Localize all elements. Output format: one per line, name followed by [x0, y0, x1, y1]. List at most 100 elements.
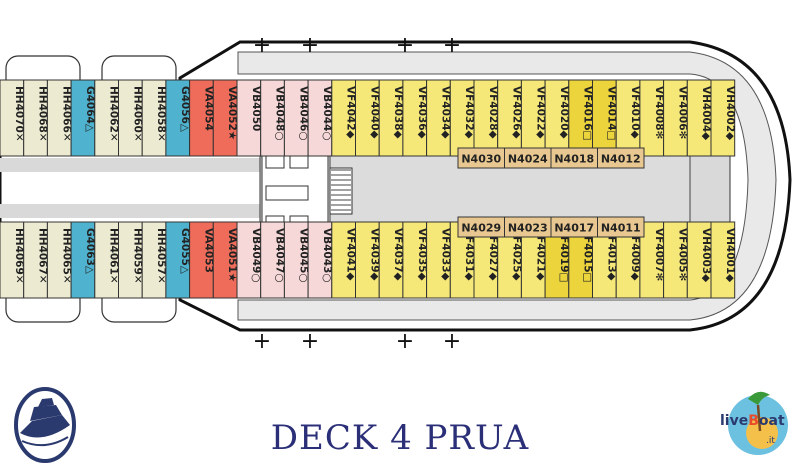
cabin-label: VF4006✻	[676, 86, 688, 139]
cabin-vf4016[interactable]: VF4016□	[568, 79, 594, 157]
cabin-vf4037[interactable]: VF4037◆	[378, 221, 404, 299]
cabin-vf4034[interactable]: VF4034◆	[426, 79, 452, 157]
cabin-label: VF4020◆	[558, 86, 570, 140]
cabin-label: HH4058✕	[155, 86, 167, 142]
cabin-hh4061[interactable]: HH4061✕	[94, 221, 120, 299]
cabin-label: VF4033◆	[439, 228, 451, 282]
cabin-vf4005[interactable]: VF4005✻	[663, 221, 689, 299]
cabin-label: VF4037◆	[392, 228, 404, 282]
cabin-label: VB4043○	[321, 228, 333, 283]
cabin-g4056[interactable]: G4056△	[165, 79, 191, 157]
cabin-vb4048[interactable]: VB4048○	[260, 79, 286, 157]
cabin-n4011[interactable]: N4011	[597, 216, 645, 238]
cabin-vf4021[interactable]: VF4021◆	[520, 221, 546, 299]
cabin-vf4014[interactable]: VF4014□	[592, 79, 618, 157]
cabin-label: VA4052★	[226, 86, 238, 140]
cabin-hh4058[interactable]: HH4058✕	[141, 79, 167, 157]
cabin-vf4041[interactable]: VF4041◆	[331, 221, 357, 299]
cabin-vh4001[interactable]: VH4001◆	[710, 221, 736, 299]
cabin-vh4002[interactable]: VH4002◆	[710, 79, 736, 157]
cabin-label: G4064△	[84, 86, 96, 133]
cabin-va4052[interactable]: VA4052★	[212, 79, 238, 157]
cabin-label: VB4048○	[274, 86, 286, 141]
cabin-vf4040[interactable]: VF4040◆	[355, 79, 381, 157]
liveboat-logo-icon: liveBoat .it	[720, 391, 788, 455]
cabin-label: VB4045○	[297, 228, 309, 283]
cabin-label: VF4019□	[558, 228, 570, 282]
cabin-vf4042[interactable]: VF4042◆	[331, 79, 357, 157]
cabin-vf4031[interactable]: VF4031◆	[449, 221, 475, 299]
cabin-hh4068[interactable]: HH4068✕	[23, 79, 49, 157]
cabin-vf4022[interactable]: VF4022◆	[520, 79, 546, 157]
brand-b: B	[748, 413, 759, 429]
cabin-hh4059[interactable]: HH4059✕	[118, 221, 144, 299]
cabin-label: VH4002◆	[724, 86, 736, 141]
cabin-label: HH4060✕	[131, 86, 143, 142]
cabin-label: G4055△	[179, 228, 191, 275]
plus-mark: +	[253, 33, 271, 58]
cabin-n4029[interactable]: N4029	[457, 216, 505, 238]
cabin-vf4038[interactable]: VF4038◆	[378, 79, 404, 157]
cabin-vb4045[interactable]: VB4045○	[283, 221, 309, 299]
cabin-label: G4056△	[179, 86, 191, 133]
plus-mark: +	[443, 329, 461, 354]
cabin-vf4006[interactable]: VF4006✻	[663, 79, 689, 157]
cabin-vf4032[interactable]: VF4032◆	[449, 79, 475, 157]
cabin-label: VF4007✻	[653, 228, 665, 281]
cabin-n4017[interactable]: N4017	[550, 216, 598, 238]
cabin-hh4062[interactable]: HH4062✕	[94, 79, 120, 157]
cabin-vh4004[interactable]: VH4004◆	[686, 79, 712, 157]
cabin-hh4070[interactable]: HH4070✕	[0, 79, 25, 157]
cabin-vf4020[interactable]: VF4020◆	[544, 79, 570, 157]
cabin-vf4028[interactable]: VF4028◆	[473, 79, 499, 157]
brand-live: live	[720, 413, 748, 429]
cabin-label: HH4066✕	[60, 86, 72, 142]
ship-logo-icon	[14, 387, 76, 463]
cabin-hh4057[interactable]: HH4057✕	[141, 221, 167, 299]
cabin-vf4008[interactable]: VF4008✻	[639, 79, 665, 157]
cabin-label: N4017	[554, 222, 594, 235]
cabin-vf4035[interactable]: VF4035◆	[402, 221, 428, 299]
cabin-label: VB4046○	[297, 86, 309, 141]
cabin-hh4066[interactable]: HH4066✕	[46, 79, 72, 157]
cabin-vf4033[interactable]: VF4033◆	[426, 221, 452, 299]
cabin-n4012[interactable]: N4012	[597, 147, 645, 169]
cabin-va4051[interactable]: VA4051★	[212, 221, 238, 299]
cabin-hh4069[interactable]: HH4069✕	[0, 221, 25, 299]
cabin-g4055[interactable]: G4055△	[165, 221, 191, 299]
cabin-hh4060[interactable]: HH4060✕	[118, 79, 144, 157]
cabin-vf4010[interactable]: VF4010◆	[615, 79, 641, 157]
cabin-vf4036[interactable]: VF4036◆	[402, 79, 428, 157]
cabin-label: VF4036◆	[416, 86, 428, 140]
cabin-label: VF4021◆	[534, 228, 546, 282]
cabin-va4053[interactable]: VA4053	[189, 221, 215, 299]
cabin-label: VF4025◆	[511, 228, 523, 282]
cabin-label: VF4031◆	[463, 228, 475, 282]
cabin-n4023[interactable]: N4023	[504, 216, 552, 238]
cabin-n4018[interactable]: N4018	[550, 147, 598, 169]
cabin-label: HH4067✕	[37, 228, 49, 284]
svg-text:liveBoat: liveBoat	[720, 413, 785, 429]
cabin-hh4067[interactable]: HH4067✕	[23, 221, 49, 299]
cabin-vb4047[interactable]: VB4047○	[260, 221, 286, 299]
cabin-vb4050[interactable]: VB4050	[236, 79, 262, 157]
cabin-label: VB4047○	[274, 228, 286, 283]
cabin-label: VH4001◆	[724, 228, 736, 283]
cabin-vb4043[interactable]: VB4043○	[307, 221, 333, 299]
cabin-vb4049[interactable]: VB4049○	[236, 221, 262, 299]
cabin-vh4003[interactable]: VH4003◆	[686, 221, 712, 299]
cabin-g4064[interactable]: G4064△	[70, 79, 96, 157]
cabin-n4030[interactable]: N4030	[457, 147, 505, 169]
cabin-g4063[interactable]: G4063△	[70, 221, 96, 299]
cabin-vb4044[interactable]: VB4044○	[307, 79, 333, 157]
cabin-va4054[interactable]: VA4054	[189, 79, 215, 157]
cabin-vf4039[interactable]: VF4039◆	[355, 221, 381, 299]
corridor-bottom	[0, 204, 260, 218]
cabin-n4024[interactable]: N4024	[504, 147, 552, 169]
cabin-label: VF4010◆	[629, 86, 641, 140]
cabin-hh4065[interactable]: HH4065✕	[46, 221, 72, 299]
cabin-vb4046[interactable]: VB4046○	[283, 79, 309, 157]
cabin-vf4026[interactable]: VF4026◆	[497, 79, 523, 157]
